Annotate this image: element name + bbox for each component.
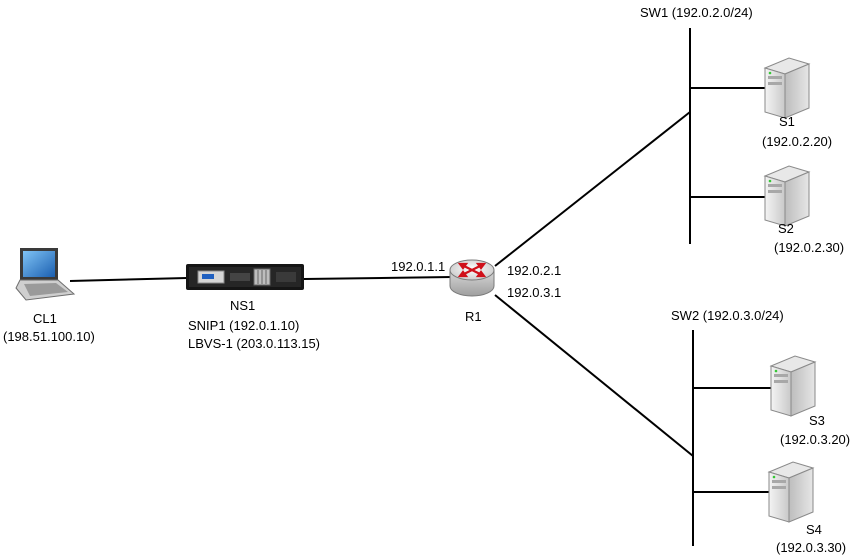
server-icon bbox=[763, 165, 811, 227]
server-s3-name-label: S3 bbox=[809, 413, 825, 428]
server-s1-name-label: S1 bbox=[779, 114, 795, 129]
server-s3-ip-label: (192.0.3.20) bbox=[780, 432, 851, 447]
netscaler-snip-label: SNIP1 (192.0.1.10) bbox=[188, 318, 300, 333]
router-right-ip-bottom-label: 192.0.3.1 bbox=[507, 285, 562, 300]
server-icon bbox=[769, 355, 817, 417]
router-name-label: R1 bbox=[465, 309, 482, 324]
server-s2-ip-label: (192.0.2.30) bbox=[774, 240, 845, 255]
server-icon bbox=[763, 57, 811, 119]
link-r1-sw2 bbox=[494, 294, 694, 457]
netscaler-vip-label: LBVS-1 (203.0.113.15) bbox=[188, 336, 321, 351]
server-icon bbox=[767, 461, 815, 523]
client-ip-label: (198.51.100.10) bbox=[3, 329, 95, 344]
server-s4-name-label: S4 bbox=[806, 522, 822, 537]
server-s4-ip-label: (192.0.3.30) bbox=[776, 540, 847, 555]
links bbox=[69, 28, 772, 546]
link-ns1-r1 bbox=[303, 276, 453, 280]
router-icon bbox=[449, 259, 495, 297]
server-s1-ip-label: (192.0.2.20) bbox=[762, 134, 833, 149]
appliance-icon bbox=[186, 264, 304, 290]
router-right-ip-top-label: 192.0.2.1 bbox=[507, 263, 562, 278]
link-cl1-ns1 bbox=[69, 277, 188, 282]
switch2-label: SW2 (192.0.3.0/24) bbox=[671, 308, 784, 323]
server-s2-name-label: S2 bbox=[778, 221, 794, 236]
laptop-icon bbox=[15, 248, 76, 301]
switch1-label: SW1 (192.0.2.0/24) bbox=[640, 5, 753, 20]
client-name-label: CL1 bbox=[33, 311, 57, 326]
router-left-ip-label: 192.0.1.1 bbox=[391, 259, 446, 274]
link-r1-sw1 bbox=[494, 111, 691, 267]
netscaler-name-label: NS1 bbox=[230, 298, 256, 313]
